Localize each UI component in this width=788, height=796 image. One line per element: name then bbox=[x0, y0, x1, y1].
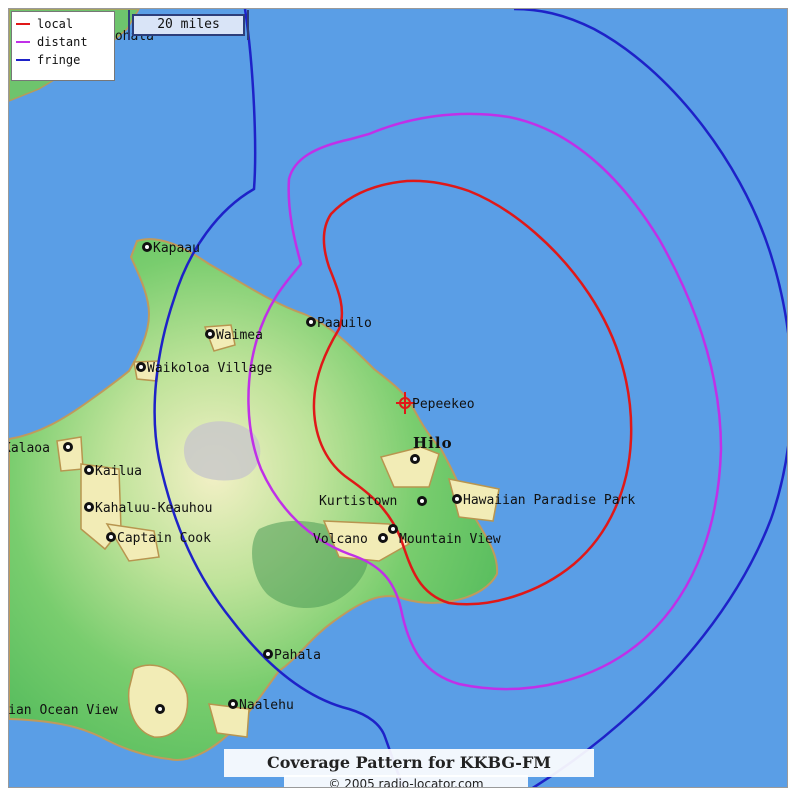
map-graphics bbox=[9, 9, 787, 787]
place-label-captain-cook: Captain Cook bbox=[117, 531, 211, 546]
summit-area bbox=[183, 421, 261, 481]
legend-label: local bbox=[37, 17, 74, 31]
scale-bar: 20 miles bbox=[128, 10, 249, 40]
place-label-kailua: Kailua bbox=[95, 464, 142, 479]
map-credit: © 2005 radio-locator.com bbox=[284, 775, 528, 787]
town-areas bbox=[56, 324, 500, 738]
place-label-pahala: Pahala bbox=[274, 648, 321, 663]
distant-contour bbox=[247, 112, 723, 691]
place-label-kahaluu-keauhou: Kahaluu-Keauhou bbox=[95, 501, 213, 516]
coverage-legend: local distant fringe bbox=[11, 11, 115, 81]
legend-label: fringe bbox=[37, 53, 81, 67]
big-island-landmass bbox=[9, 238, 499, 761]
place-label-pepeekeo: Pepeekeo bbox=[412, 397, 475, 412]
place-label-mountain-view: Mountain View bbox=[399, 532, 501, 547]
place-label-volcano: Volcano bbox=[313, 532, 368, 547]
place-label-waimea: Waimea bbox=[216, 328, 263, 343]
place-label-waikoloa-village: Waikoloa Village bbox=[147, 361, 273, 376]
fringe-contour-east bbox=[513, 9, 787, 787]
place-label-kurtistown: Kurtistown bbox=[319, 494, 398, 509]
place-label-naalehu: Naalehu bbox=[239, 698, 294, 713]
fringe-contour bbox=[153, 9, 406, 787]
local-contour bbox=[312, 179, 633, 606]
place-label-hawaiian-ocean-view: Hawaiian Ocean View bbox=[8, 703, 118, 718]
legend-item-fringe: fringe bbox=[16, 51, 110, 69]
map-title: Coverage Pattern for KKBG-FM bbox=[224, 749, 594, 777]
place-label-hawaiian-paradise-park: Hawaiian Paradise Park bbox=[463, 493, 636, 508]
legend-label: distant bbox=[37, 35, 88, 49]
place-label-kalaoa: Kalaoa bbox=[9, 441, 50, 456]
coverage-map: Kohala Kapaau Waimea Paauilo Waikoloa Vi… bbox=[8, 8, 788, 788]
place-label-kapaau: Kapaau bbox=[153, 241, 200, 256]
legend-swatch-local bbox=[16, 23, 30, 25]
legend-item-local: local bbox=[16, 15, 110, 33]
legend-item-distant: distant bbox=[16, 33, 110, 51]
transmitter-icon bbox=[396, 392, 415, 414]
place-label-paauilo: Paauilo bbox=[317, 316, 372, 331]
legend-swatch-fringe bbox=[16, 59, 30, 61]
place-label-hilo: Hilo bbox=[413, 434, 453, 452]
town-dots bbox=[63, 242, 462, 714]
legend-swatch-distant bbox=[16, 41, 30, 43]
